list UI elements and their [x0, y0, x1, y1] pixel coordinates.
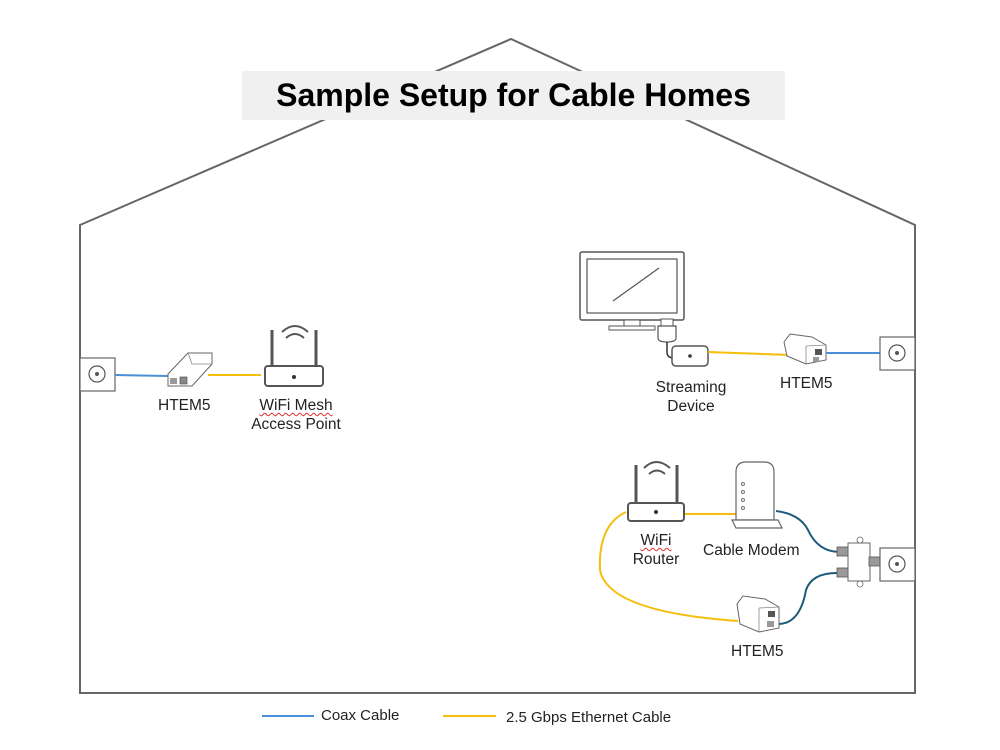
streaming-label-line1: Streaming: [655, 379, 727, 396]
bottom-htem5-device: [736, 595, 780, 633]
right-htem5-label: HTEM5: [780, 375, 833, 392]
mesh-ap-label: WiFi Mesh Access Point: [246, 396, 346, 434]
splitter-coax-to-htem: [777, 571, 841, 625]
router-ethernet-to-htem: [598, 511, 739, 622]
bottom-htem5-label: HTEM5: [731, 643, 784, 660]
modem-coax-cable: [775, 510, 841, 553]
legend-coax-label: Coax Cable: [321, 707, 400, 724]
mesh-ap-label-line1: WiFi Mesh: [259, 397, 333, 414]
mesh-ap-label-line2: Access Point: [251, 416, 341, 433]
router-label-line2: Router: [632, 551, 680, 568]
streaming-device: [671, 345, 709, 367]
house-outline: [79, 37, 916, 694]
page-title: Sample Setup for Cable Homes: [276, 77, 751, 113]
tv-monitor: [579, 251, 685, 331]
streaming-device-label: Streaming Device: [641, 378, 741, 416]
right-wall-outlet: [879, 336, 916, 371]
title-banner: Sample Setup for Cable Homes: [242, 71, 785, 120]
left-htem5-device: [167, 352, 213, 387]
splitter-wall-outlet: [879, 547, 916, 582]
wifi-router-label: WiFi Router: [616, 531, 696, 569]
cable-modem: [731, 461, 783, 529]
streaming-ethernet-cable: [707, 351, 791, 356]
left-coax-cable: [114, 374, 169, 377]
right-htem5-device: [783, 333, 827, 365]
left-htem5-label: HTEM5: [158, 397, 211, 414]
left-wall-outlet: [79, 357, 116, 392]
wifi-mesh-access-point: [264, 325, 324, 387]
cable-modem-label: Cable Modem: [703, 542, 800, 559]
wifi-router: [627, 461, 685, 522]
router-label-line1: WiFi: [640, 532, 672, 549]
legend-ethernet-label: 2.5 Gbps Ethernet Cable: [506, 709, 672, 726]
streaming-label-line2: Device: [667, 398, 715, 415]
coax-splitter: [836, 536, 881, 588]
